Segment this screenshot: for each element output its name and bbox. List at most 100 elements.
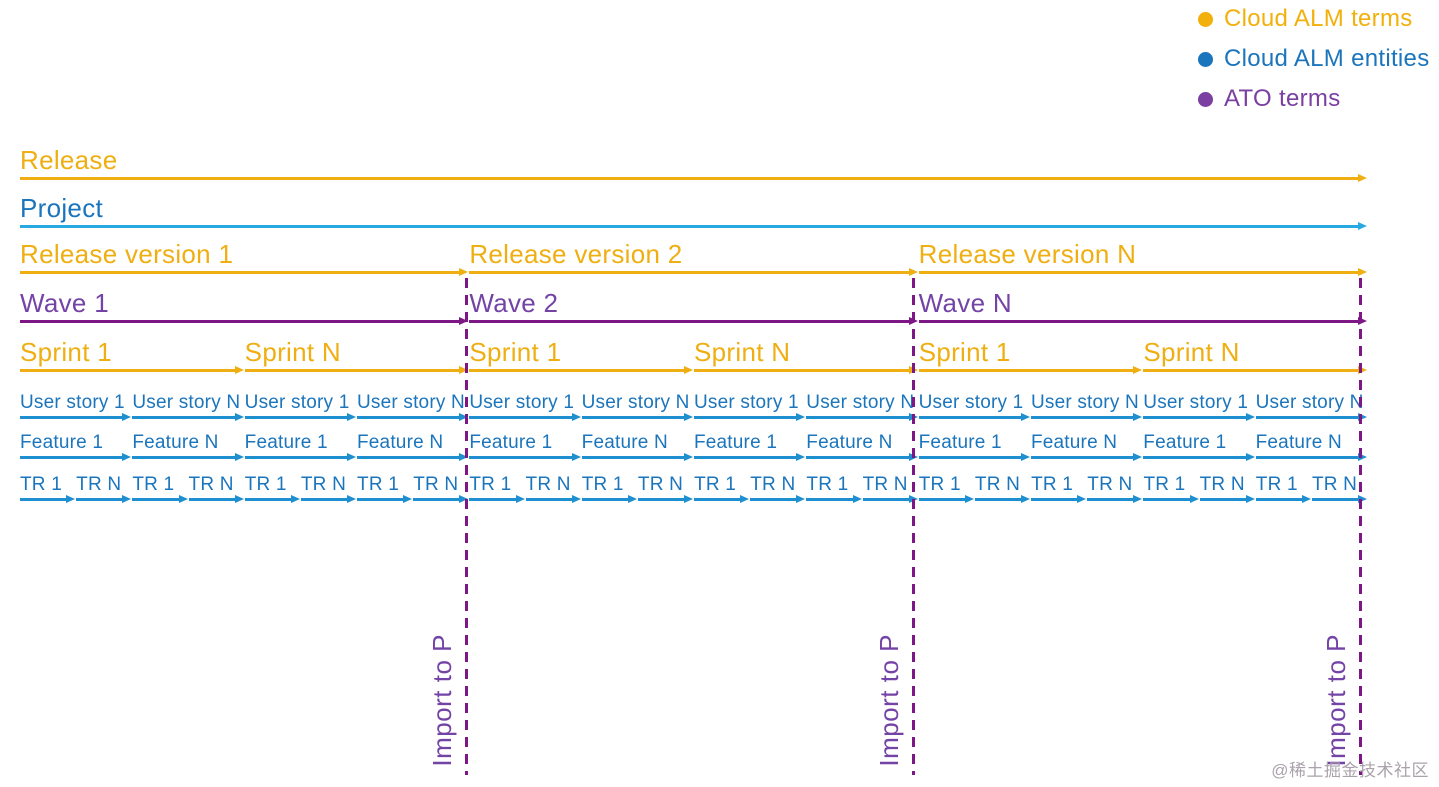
timeline-arrow (20, 413, 132, 421)
timeline-arrow (974, 495, 1031, 503)
timeline-segment: User story 1 (918, 392, 1031, 421)
timeline-segment: TR 1 (132, 474, 188, 503)
import-label: Import to P (1320, 634, 1351, 767)
timeline-segment: Sprint N (1143, 338, 1367, 374)
timeline-segment: TR N (1087, 475, 1143, 503)
timeline-arrow (1087, 495, 1143, 503)
timeline-arrow (20, 317, 469, 325)
segment-label: User story 1 (469, 392, 575, 413)
segment-label: TR N (413, 474, 459, 495)
timeline-segment: User story N (356, 392, 469, 421)
timeline-arrow (862, 495, 918, 503)
segment-label: Wave 1 (20, 288, 109, 318)
timeline-arrow (469, 268, 918, 276)
timeline-arrow (244, 495, 301, 503)
timeline-arrow (1255, 413, 1368, 421)
import-label: Import to P (873, 634, 904, 767)
segment-label: Release version 2 (469, 239, 683, 269)
timeline-arrow (20, 453, 132, 461)
timeline-arrow (581, 413, 694, 421)
timeline-arrow (300, 495, 357, 503)
legend-label: Cloud ALM entities (1224, 45, 1430, 72)
segment-label: User story 1 (918, 392, 1024, 413)
segment-label: Feature 1 (20, 432, 104, 453)
timeline-segment: TR N (1199, 474, 1255, 503)
timeline-segment: Release version 1 (20, 239, 469, 276)
timeline-arrow (132, 453, 245, 461)
watermark: @稀土掘金技术社区 (1271, 761, 1429, 780)
timeline-arrow (357, 495, 413, 503)
segment-label: TR N (1199, 474, 1245, 495)
timeline-arrow (918, 413, 1031, 421)
segment-label: TR 1 (1143, 474, 1186, 495)
timeline-segment: TR 1 (1255, 475, 1312, 503)
segment-label: User story 1 (20, 392, 125, 413)
timeline-segment: TR N (413, 474, 469, 503)
timeline-segment: Wave N (918, 289, 1368, 325)
segment-label: TR 1 (20, 474, 62, 495)
timeline-segment: Sprint N (244, 338, 469, 374)
timeline-segment: Feature N (132, 433, 245, 461)
timeline-segment: TR 1 (469, 474, 525, 503)
timeline-segment: TR N (862, 474, 918, 503)
feature-row: Feature 1 Feature N Feature 1 Feature N … (20, 432, 1368, 461)
segment-label: TR N (1311, 474, 1358, 495)
timeline-segment: Feature N (356, 432, 469, 461)
segment-label: Feature N (581, 432, 668, 453)
timeline-arrow (469, 413, 581, 421)
segment-label: TR N (637, 474, 684, 495)
legend-item: Cloud ALM terms (1198, 5, 1430, 32)
segment-label: Feature N (806, 432, 893, 453)
timeline-segment: TR N (300, 474, 357, 503)
timeline-segment: Feature 1 (1143, 433, 1255, 461)
timeline-arrow (918, 268, 1368, 276)
timeline-arrow (581, 453, 694, 461)
timeline-segment: User story N (132, 392, 245, 421)
timeline-segment: User story 1 (469, 392, 581, 421)
timeline-segment: User story N (581, 393, 694, 421)
segment-label: TR 1 (357, 474, 400, 495)
timeline-arrow (1199, 495, 1255, 503)
timeline-arrow (356, 453, 469, 461)
segment-label: Sprint 1 (20, 337, 113, 367)
segment-label: Release version 1 (20, 239, 234, 269)
timeline-arrow (76, 495, 132, 503)
legend-dot-icon (1198, 11, 1213, 27)
timeline-segment: User story 1 (20, 392, 132, 421)
timeline-arrow (918, 366, 1143, 374)
segment-label: TR 1 (581, 474, 624, 495)
timeline-arrow (1030, 453, 1143, 461)
tr-row: TR 1 TR N TR 1 TR N TR 1 (20, 474, 1368, 503)
segment-label: Feature N (356, 432, 444, 453)
timeline-segment: Feature N (1255, 433, 1368, 461)
timeline-arrow (918, 495, 975, 503)
segment-label: User story 1 (1143, 392, 1249, 413)
segment-label: User story N (356, 392, 465, 413)
segment-label: TR N (300, 474, 346, 495)
segment-label: Wave 2 (469, 288, 559, 318)
timeline-segment: TR N (188, 475, 244, 503)
segment-label: TR N (862, 474, 908, 495)
timeline-segment: User story N (806, 393, 918, 421)
timeline-arrow (188, 495, 244, 503)
timeline-segment: Sprint 1 (20, 337, 244, 374)
legend-label: Cloud ALM terms (1224, 5, 1413, 32)
segment-label: TR 1 (469, 474, 512, 495)
segment-label: TR 1 (132, 474, 175, 495)
legend: Cloud ALM terms Cloud ALM entities ATO t… (1198, 5, 1430, 126)
timeline-segment: Sprint 1 (469, 338, 693, 374)
timeline-segment: Feature 1 (693, 433, 806, 461)
segment-label: TR N (750, 474, 796, 495)
segment-label: Feature 1 (244, 432, 328, 453)
timeline-segment: User story N (1030, 393, 1143, 421)
timeline-arrow (693, 413, 806, 421)
segment-label: Feature N (1030, 432, 1118, 453)
segment-label: Release (20, 145, 118, 175)
timeline-segment: Feature 1 (20, 432, 132, 461)
sprint-row: Sprint 1 Sprint N Sprint 1 Sprint N Spri… (20, 337, 1367, 374)
timeline-arrow (244, 453, 357, 461)
timeline-segment: TR 1 (581, 474, 638, 503)
segment-label: User story N (132, 392, 241, 413)
timeline-segment: TR N (76, 475, 132, 503)
timeline-arrow (469, 317, 918, 325)
